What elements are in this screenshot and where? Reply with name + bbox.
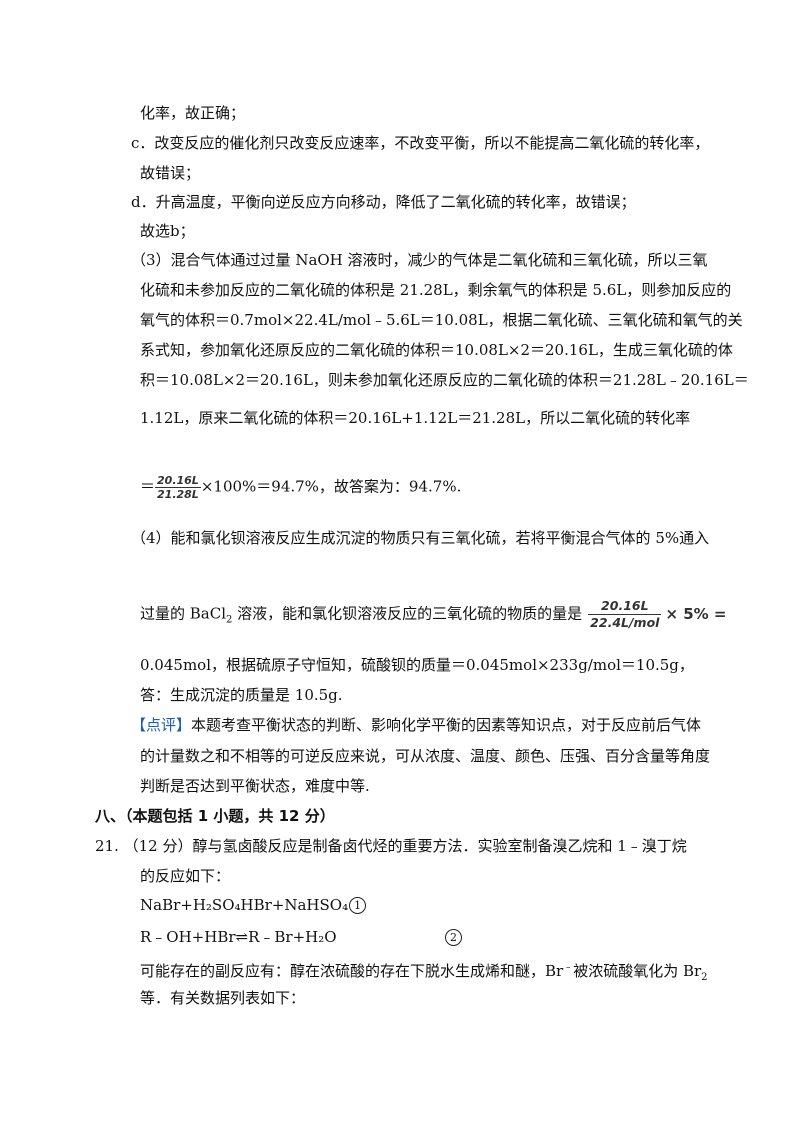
text-line: 系式知，参加氧化还原反应的二氧化硫的体积＝10.08L×2＝20.16L，生成三… <box>140 341 733 359</box>
text-line: 氧气的体积＝0.7mol×22.4L/mol﹣5.6L＝10.08L，根据二氧化… <box>140 311 743 329</box>
text-line: 判断是否达到平衡状态，难度中等. <box>140 777 370 795</box>
equation-2: R﹣OH+HBr⇌R﹣Br+H₂O <box>140 927 337 947</box>
text-line: 答：生成沉淀的质量是 10.5g. <box>140 686 343 704</box>
text-line: 积＝10.08L×2＝20.16L，则未参加氧化还原反应的二氧化硫的体积＝21.… <box>140 371 749 389</box>
side-reaction-line: 可能存在的副反应有：醇在浓硫酸的存在下脱水生成烯和醚，Br﹣被浓硫酸氧化为 Br… <box>140 958 708 988</box>
subscript: 2 <box>226 614 233 626</box>
text-fragment: × 5% = <box>665 604 727 623</box>
superscript: ﹣ <box>563 962 574 973</box>
text-fragment: 过量的 BaCl <box>140 604 227 623</box>
text-line: （4）能和氯化钡溶液反应生成沉淀的物质只有三氧化硫，若将平衡混合气体的 5%通入 <box>131 529 710 547</box>
text-fragment: ×100%＝94.7%，故答案为：94.7%. <box>200 477 462 496</box>
text-fragment: 溶液，能和氯化钡溶液反应的三氧化硫的物质的量是 <box>232 604 583 623</box>
fraction-denominator: 22.4L/mol <box>590 615 660 630</box>
question-21: 21. （12 分）醇与氢卤酸反应是制备卤代烃的重要方法．实验室制备溴乙烷和 1… <box>95 837 687 855</box>
comment-tag: 【点评】 <box>131 716 192 734</box>
text-line: 故错误； <box>140 164 201 182</box>
section-heading: 八、（本题包括 1 小题，共 12 分） <box>95 807 335 825</box>
equation-text: R﹣OH+HBr⇌R﹣Br+H₂O <box>140 928 337 946</box>
text-line: 化率，故正确； <box>140 104 246 122</box>
equation-number-mark: 1 <box>349 897 367 914</box>
text-line: （3）混合气体通过过量 NaOH 溶液时，减少的气体是二氧化硫和三氧化硫，所以三… <box>131 251 708 269</box>
text-fragment: 被浓硫酸氧化为 Br <box>573 962 702 980</box>
text-line: 等．有关数据列表如下： <box>140 989 306 1007</box>
text-line: 的反应如下： <box>140 867 231 885</box>
fraction-numerator: 20.16L <box>588 598 662 615</box>
subscript: 2 <box>701 972 708 983</box>
comment-line: 【点评】本题考查平衡状态的判断、影响化学平衡的因素等知识点，对于反应前后气体 <box>131 715 701 735</box>
text-line: 的计量数之和不相等的可逆反应来说，可从浓度、温度、颜色、压强、百分含量等角度 <box>140 747 711 765</box>
fraction-numerator: 20.16L <box>155 474 201 488</box>
text-fragment: 可能存在的副反应有：醇在浓硫酸的存在下脱水生成烯和醚，Br <box>140 962 564 980</box>
text-fragment: 本题考查平衡状态的判断、影响化学平衡的因素等知识点，对于反应前后气体 <box>191 716 702 734</box>
text-line: 1.12L，原来二氧化硫的体积＝20.16L+1.12L＝21.28L，所以二氧… <box>140 409 691 427</box>
text-line: 化硫和未参加反应的二氧化硫的体积是 21.28L，剩余氧气的体积是 5.6L，则… <box>140 281 732 299</box>
equation-number-mark: 2 <box>445 929 462 946</box>
text-line: 故选b； <box>140 222 195 240</box>
text-line: 0.045mol，根据硫原子守恒知，硫酸钡的质量＝0.045mol×233g/m… <box>140 656 694 674</box>
text-line: c．改变反应的催化剂只改变反应速率，不改变平衡，所以不能提高二氧化硫的转化率， <box>131 134 710 152</box>
fraction-denominator: 21.28L <box>157 488 199 501</box>
equation-text: NaBr+H₂SO₄HBr+NaHSO₄ <box>140 896 349 914</box>
text-fragment: ＝ <box>140 477 156 496</box>
text-line: d．升高温度，平衡向逆反应方向移动，降低了二氧化硫的转化率，故错误； <box>131 193 636 211</box>
